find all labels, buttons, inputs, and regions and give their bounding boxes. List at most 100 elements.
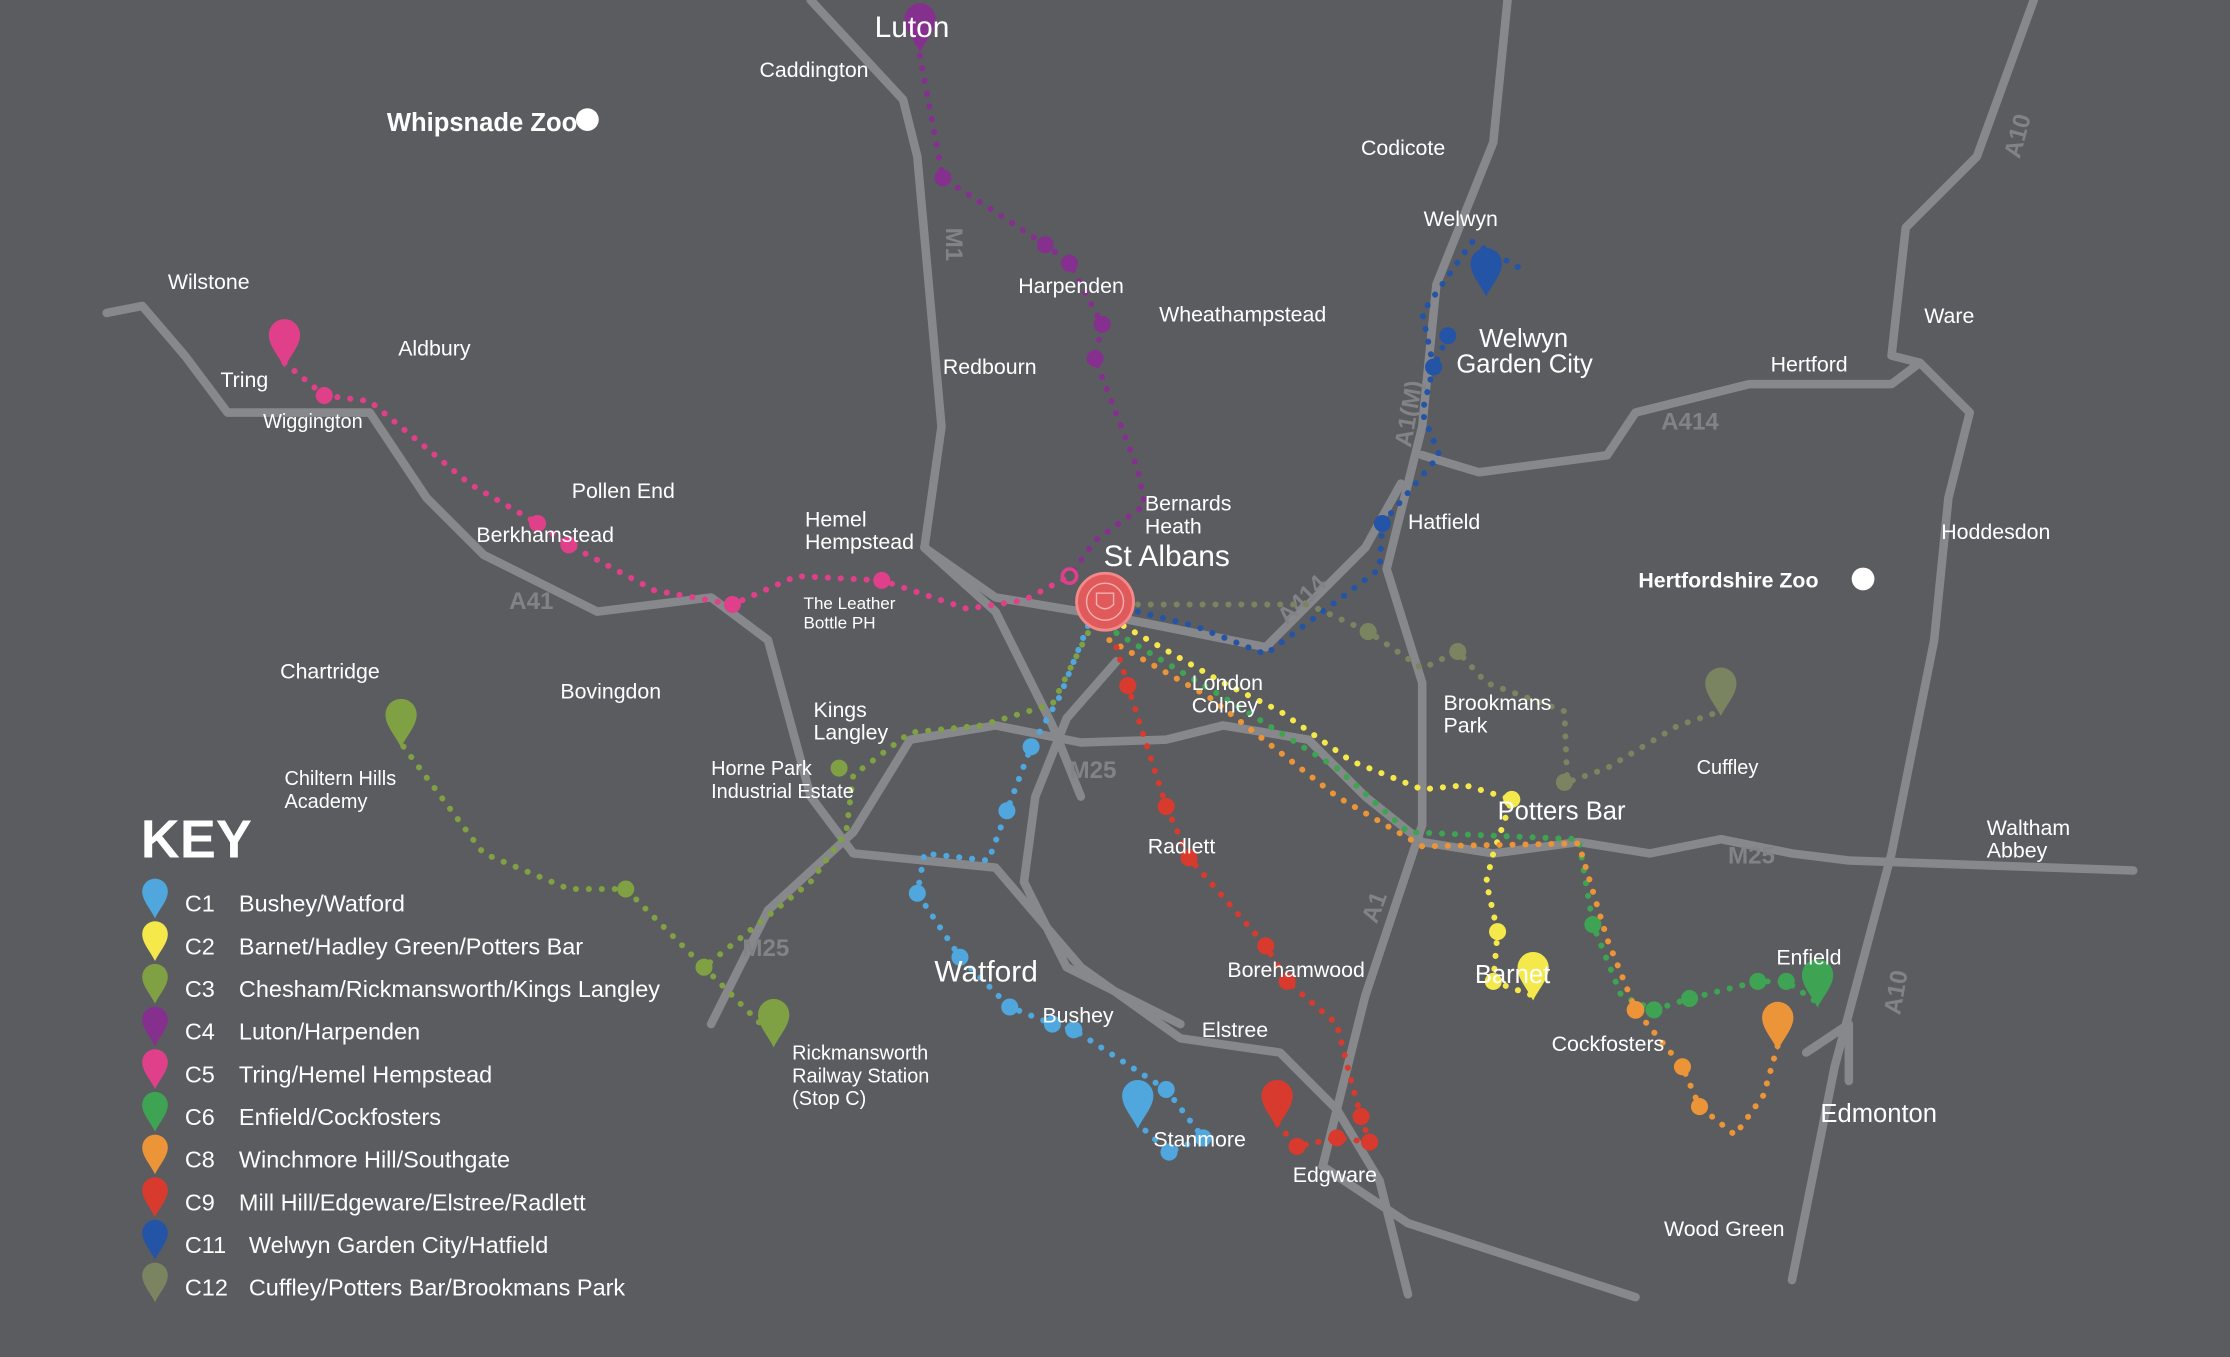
map-pin-icon: [385, 698, 417, 748]
route-c9: [1113, 644, 1379, 1155]
bus-stop[interactable]: [1645, 1001, 1663, 1019]
bus-stop[interactable]: [1065, 1021, 1083, 1039]
bus-stop[interactable]: [1373, 514, 1391, 533]
bus-stop[interactable]: [1257, 937, 1275, 955]
key-code: C2: [185, 933, 215, 959]
bus-stop[interactable]: [1060, 254, 1079, 272]
bus-stop[interactable]: [1180, 849, 1198, 867]
place-label-line: Park: [1444, 714, 1488, 738]
place-label: Bushey: [1042, 1004, 1113, 1028]
bus-stop[interactable]: [934, 169, 952, 187]
bus-stop[interactable]: [1194, 1129, 1212, 1147]
bus-stop[interactable]: [529, 514, 547, 533]
bus-stop[interactable]: [1484, 972, 1502, 990]
place-label: Hertfordshire Zoo: [1638, 568, 1818, 592]
bus-stop[interactable]: [1777, 972, 1795, 990]
bus-stop[interactable]: [998, 802, 1016, 820]
place-label-line: Langley: [813, 721, 888, 745]
bus-stop[interactable]: [1086, 349, 1104, 368]
place-label-line: Berkhamstead: [476, 523, 614, 547]
bus-stop[interactable]: [1503, 790, 1521, 808]
bus-stop[interactable]: [1288, 1137, 1306, 1155]
place-label: Stanmore: [1153, 1127, 1245, 1151]
bus-stop[interactable]: [1359, 623, 1377, 641]
key-code: C6: [185, 1104, 215, 1130]
bus-stop[interactable]: [1439, 327, 1457, 345]
place-label: Hertford: [1771, 352, 1848, 376]
place-label: Wilstone: [168, 270, 250, 294]
map-pin-icon: [758, 998, 790, 1048]
bus-stop[interactable]: [1749, 972, 1767, 990]
bus-stop[interactable]: [1160, 1143, 1178, 1161]
road: [1318, 0, 1512, 1171]
place-label-line: St Albans: [1104, 540, 1230, 573]
map-pin-icon: [142, 1049, 168, 1089]
map-pin-icon: [142, 1219, 168, 1260]
key-item-c6: C6 Enfield/Cockfosters: [142, 1091, 441, 1132]
road-label: A41: [509, 588, 553, 615]
bus-stop[interactable]: [1673, 1058, 1691, 1076]
bus-stop[interactable]: [1328, 1129, 1346, 1147]
place-label: Wheathampstead: [1159, 303, 1326, 327]
place-label: Berkhamstead: [476, 523, 614, 547]
place-label-line: Harpenden: [1018, 274, 1124, 298]
bus-stop[interactable]: [1555, 773, 1573, 791]
place-label-line: Hoddesdon: [1941, 520, 2050, 544]
key-code: C1: [185, 891, 215, 917]
bus-stop[interactable]: [1278, 972, 1296, 990]
place-label-line: Hempstead: [805, 530, 914, 554]
place-label: Pollen End: [572, 479, 675, 503]
road-label: A414: [1661, 409, 1719, 436]
bus-stop[interactable]: [830, 759, 848, 777]
bus-stop[interactable]: [1449, 642, 1467, 661]
bus-stop[interactable]: [1093, 315, 1111, 333]
bus-stop[interactable]: [695, 958, 713, 976]
place-label-line: Abbey: [1987, 839, 2048, 863]
place-label-line: Wood Green: [1664, 1217, 1785, 1241]
bus-stop[interactable]: [1157, 797, 1175, 816]
bus-stop[interactable]: [1626, 1000, 1645, 1019]
route-line: [914, 39, 1148, 580]
bus-stop[interactable]: [1157, 1080, 1175, 1099]
bus-stop[interactable]: [1001, 998, 1019, 1016]
place-label-line: Academy: [284, 791, 367, 813]
road-label: M1: [940, 228, 967, 262]
bus-stop[interactable]: [617, 880, 635, 898]
map-pin-icon: [142, 1091, 168, 1132]
place-label: Wiggington: [263, 411, 363, 433]
key-label: Enfield/Cockfosters: [239, 1104, 441, 1130]
bus-stop[interactable]: [1036, 236, 1054, 254]
place-label-line: Edgware: [1293, 1163, 1377, 1187]
place-label-line: Welwyn: [1479, 325, 1568, 353]
key-code: C12: [185, 1275, 228, 1301]
road-label: M25: [1069, 757, 1116, 784]
place-label-line: Industrial Estate: [711, 781, 854, 803]
bus-stop[interactable]: [1425, 358, 1443, 376]
bus-stop[interactable]: [873, 571, 891, 589]
bus-stop[interactable]: [1060, 567, 1079, 585]
road-label: M25: [742, 935, 789, 962]
bus-stop[interactable]: [1584, 916, 1602, 934]
place-label-line: Hertford: [1771, 352, 1848, 376]
place-label-line: Codicote: [1361, 136, 1445, 160]
bus-stop[interactable]: [1043, 1015, 1061, 1033]
bus-stop[interactable]: [723, 596, 741, 614]
bus-stop[interactable]: [1352, 1108, 1370, 1126]
bus-stop[interactable]: [315, 386, 333, 405]
bus-stop[interactable]: [1690, 1098, 1709, 1116]
bus-stop[interactable]: [908, 884, 926, 902]
bus-stop[interactable]: [1022, 738, 1040, 756]
bus-stop[interactable]: [1361, 1133, 1379, 1151]
bus-stop[interactable]: [951, 948, 969, 966]
bus-stop[interactable]: [560, 536, 578, 554]
bus-stop[interactable]: [1119, 677, 1137, 695]
bus-stop[interactable]: [1681, 989, 1699, 1008]
place-label: Radlett: [1148, 834, 1216, 858]
route-c4: [904, 3, 1148, 580]
bus-stop[interactable]: [1489, 923, 1507, 941]
